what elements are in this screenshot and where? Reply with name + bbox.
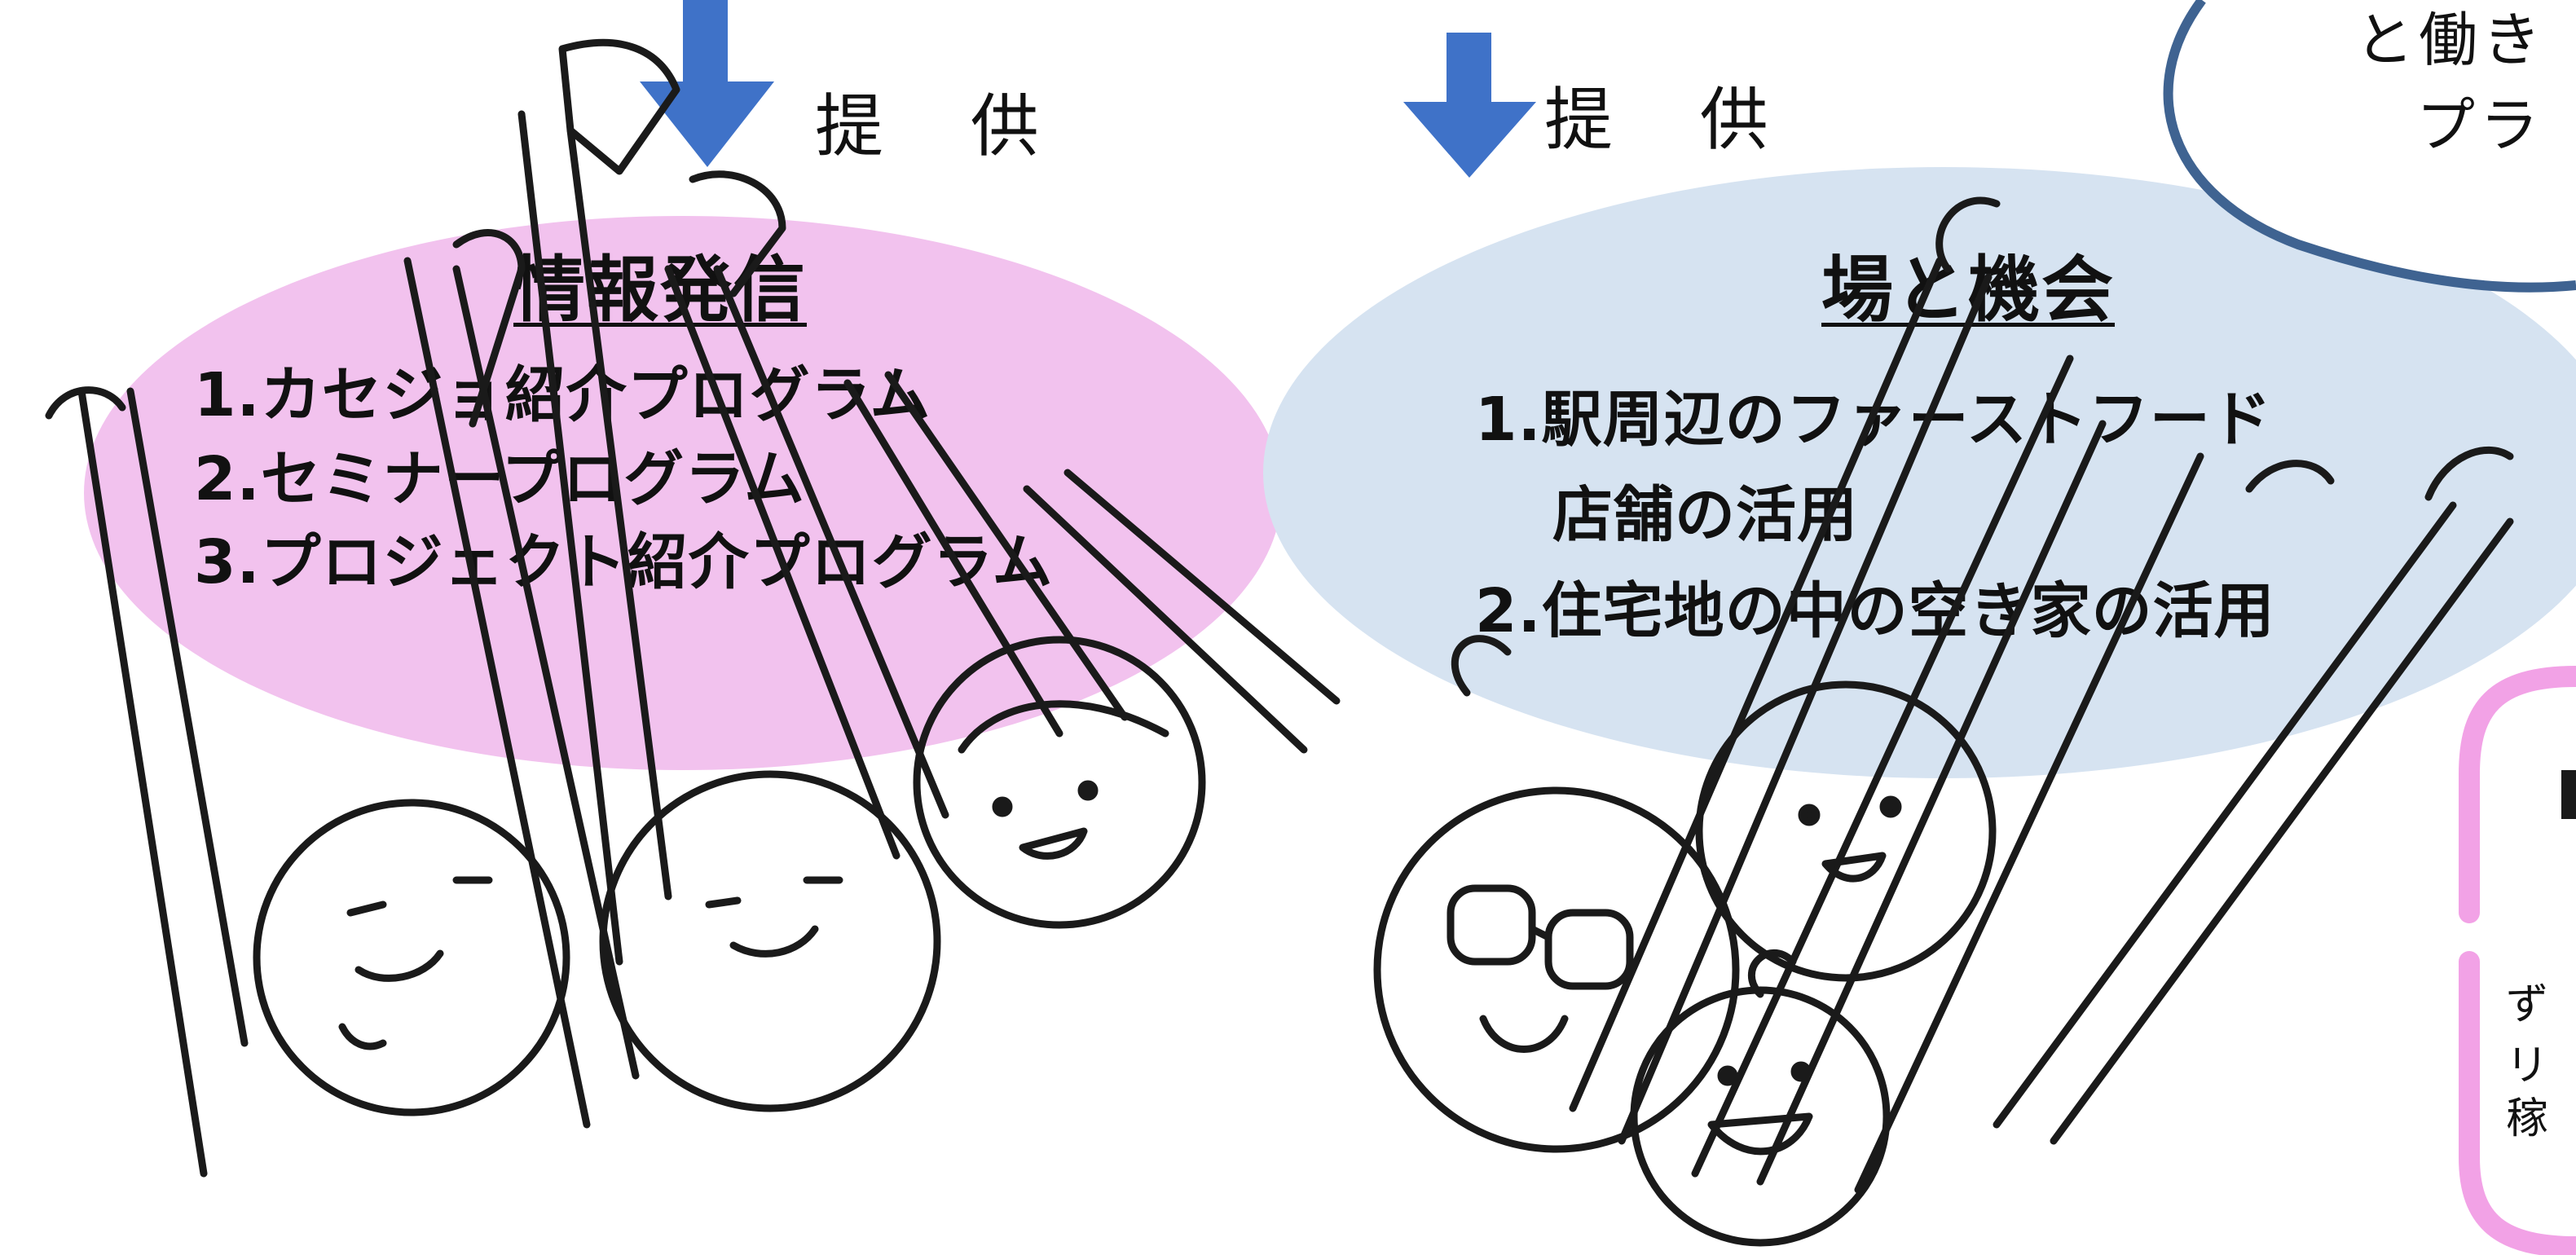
side-text-line3: 稼 — [2506, 1094, 2549, 1143]
arrow-down-icon — [1403, 33, 1536, 178]
venue-item-1-cont: 店舗の活用 — [1552, 480, 1858, 550]
provide-label-left: 提 供 — [815, 86, 1072, 166]
provide-label-right: 提 供 — [1544, 80, 1801, 160]
info-item-1: 1.カセジョ紹介プログラム — [194, 360, 931, 430]
side-text-line2: リ — [2506, 1041, 2549, 1090]
info-ellipse — [84, 216, 1282, 770]
arrow-down-icon — [640, 0, 774, 167]
speech-bubble — [2163, 0, 2576, 293]
side-text-line1: ず — [2506, 980, 2549, 1029]
venue-ellipse — [1263, 167, 2576, 778]
side-bracket — [2459, 666, 2576, 923]
side-bracket — [2459, 951, 2576, 1255]
bubble-text-line2: プラ — [2416, 91, 2544, 160]
side-box-mark — [2561, 770, 2576, 819]
bubble-text-line1: と働き — [2355, 6, 2547, 74]
